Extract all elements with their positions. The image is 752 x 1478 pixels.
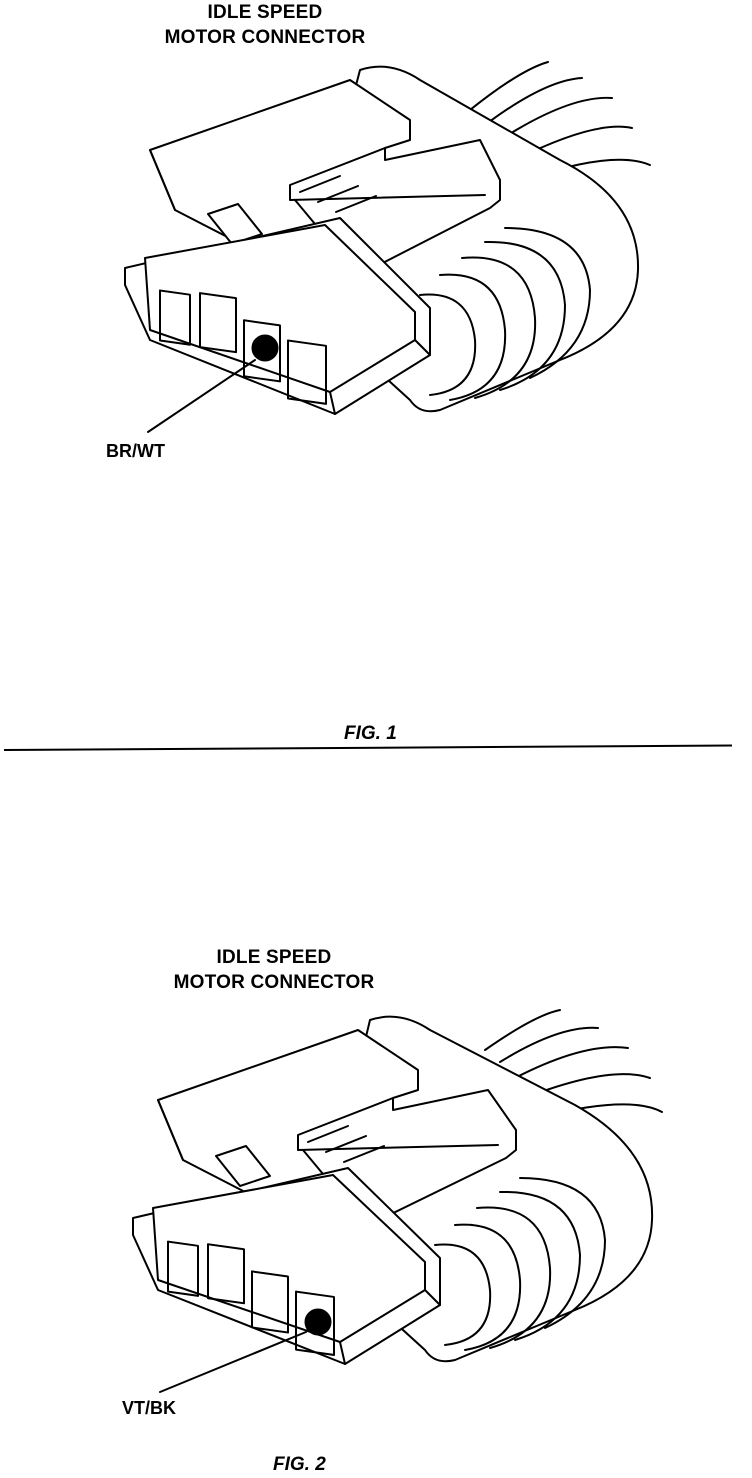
fig2-cavity-1 <box>167 1240 199 1297</box>
figure-divider <box>3 744 732 751</box>
fig2-cavity-3 <box>251 1270 289 1334</box>
fig2-connector-drawing <box>132 1009 663 1393</box>
fig2-cavity-4 <box>295 1290 335 1356</box>
fig2-title: IDLE SPEED MOTOR CONNECTOR <box>157 945 391 995</box>
fig1-connector-drawing <box>124 61 651 433</box>
fig2-leader-line <box>159 1331 307 1393</box>
fig1-cavity-4 <box>287 339 327 405</box>
fig2-title-line1: IDLE SPEED <box>216 947 332 968</box>
fig1-front-face <box>124 217 431 415</box>
fig2-wire-dot <box>304 1308 332 1336</box>
fig1-wire-label: BR/WT <box>106 441 165 461</box>
fig1-cavity-1 <box>159 289 191 346</box>
fig2-title-line2: MOTOR CONNECTOR <box>173 972 375 993</box>
fig1-title-line1: IDLE SPEED <box>207 2 323 23</box>
fig2-caption: FIG. 2 <box>273 1454 326 1475</box>
fig1-leader-line <box>147 359 256 433</box>
fig2-wire-label: VT/BK <box>122 1398 176 1418</box>
fig1-cavity-2 <box>199 292 237 354</box>
fig1-title-line2: MOTOR CONNECTOR <box>164 27 366 48</box>
fig1-wire-dot <box>251 334 279 362</box>
fig1-cavity-3 <box>243 319 281 383</box>
fig1-caption: FIG. 1 <box>344 723 397 744</box>
fig1-title: IDLE SPEED MOTOR CONNECTOR <box>150 0 380 50</box>
fig1-latch <box>149 79 501 291</box>
fig2-front-face <box>132 1167 441 1365</box>
fig2-cavity-2 <box>207 1243 245 1305</box>
